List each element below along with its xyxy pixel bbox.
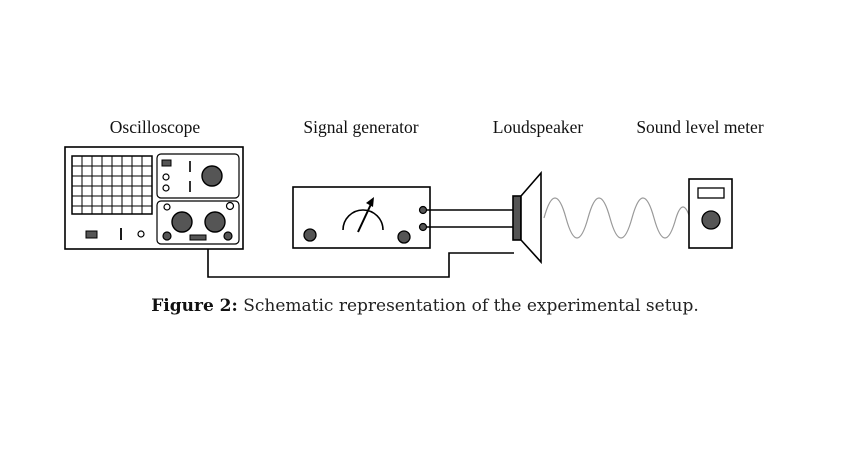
- sound-level-meter-label: Sound level meter: [636, 117, 764, 137]
- loudspeaker-label: Loudspeaker: [493, 117, 584, 137]
- oscilloscope-screen: [71, 155, 153, 215]
- oscilloscope-label: Oscilloscope: [110, 117, 201, 137]
- figure-number: Figure 2:: [151, 296, 238, 316]
- sound-level-meter-icon: [688, 178, 733, 249]
- signal-generator-label: Signal generator: [303, 117, 418, 137]
- sound-wave-icon: [543, 197, 691, 239]
- caption-text: Schematic representation of the experime…: [243, 296, 699, 316]
- oscilloscope-icon: [64, 146, 244, 250]
- loudspeaker-icon: [512, 170, 542, 265]
- cables: [207, 209, 514, 278]
- figure-caption: Figure 2: Schematic representation of th…: [0, 296, 850, 316]
- signal-generator-icon: [292, 186, 431, 249]
